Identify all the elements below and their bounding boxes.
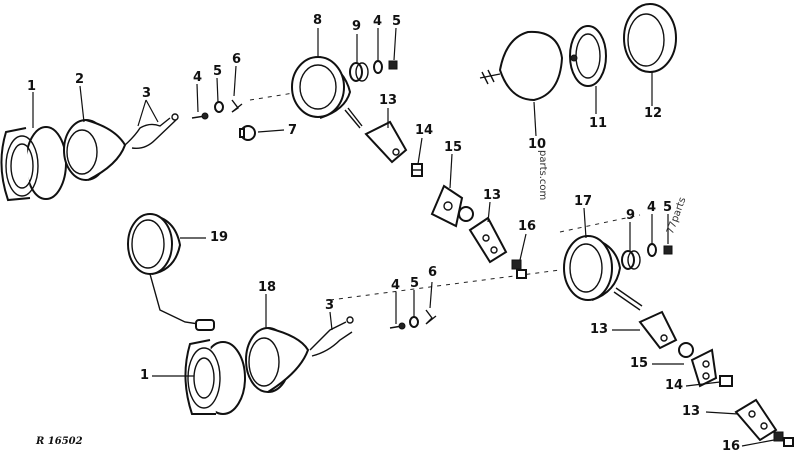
part-6-clip-lower (425, 309, 437, 325)
part-3-wire-lead-lower (309, 316, 354, 357)
part-15-bracket-plate-right (678, 342, 718, 388)
part-13-clamp-upper (468, 216, 508, 264)
callout-16-upper: 16 (518, 219, 537, 234)
part-14-bolt-right (719, 375, 733, 387)
callout-6-lower: 6 (428, 265, 438, 280)
callout-11: 11 (589, 116, 608, 131)
part-12-retaining-ring (623, 3, 677, 73)
figure-reference: R 16502 (36, 436, 83, 447)
callout-5-top: 5 (392, 14, 402, 29)
part-9-bushing-right (621, 250, 641, 270)
part-5-nut-right (663, 245, 673, 255)
callout-15-upper: 15 (444, 140, 463, 155)
callout-15-right: 15 (630, 356, 649, 371)
callout-16-right: 16 (722, 439, 741, 454)
part-5-washer-top-left (214, 101, 224, 113)
part-2-lamp-housing-top (63, 119, 127, 181)
callout-2: 2 (75, 72, 85, 87)
callout-3-lower: 3 (325, 298, 335, 313)
part-7-bulb (239, 125, 256, 141)
part-18-lamp-housing-lower (245, 327, 310, 393)
part-3-wire-lead-top (124, 113, 179, 150)
callout-4-lower: 4 (391, 278, 401, 293)
callout-10: 10 (528, 137, 547, 152)
callout-13-upper: 13 (379, 93, 398, 108)
callout-4-top-left: 4 (193, 70, 203, 85)
callout-13-upper-clamp: 13 (483, 188, 502, 203)
callout-5-right: 5 (663, 200, 673, 215)
part-19-work-lamp (127, 213, 215, 331)
part-16-nut-upper (511, 259, 527, 279)
callout-9-top: 9 (352, 19, 362, 34)
watermark-parts: parts.com (537, 150, 548, 201)
part-4-washer-top (373, 60, 383, 74)
callout-9-right: 9 (626, 208, 636, 223)
callout-8: 8 (313, 13, 323, 28)
part-5-nut-top (388, 60, 398, 70)
part-4-washer-right (647, 243, 657, 257)
callout-1-top: 1 (27, 79, 37, 94)
part-14-bolt-upper (411, 163, 423, 177)
callout-12: 12 (644, 106, 663, 121)
part-17-lamp-housing-right (563, 235, 643, 311)
part-13-bracket-right-upper (638, 310, 678, 350)
callout-13-right-upper: 13 (590, 322, 609, 337)
part-13-bracket-upper (364, 120, 408, 164)
part-1-bezel-ring-lower (184, 339, 246, 415)
callout-19: 19 (210, 230, 229, 245)
callout-1-lower: 1 (140, 368, 150, 383)
callout-14-upper: 14 (415, 123, 434, 138)
part-4-screw-top-left (191, 112, 209, 120)
callout-4-right: 4 (647, 200, 657, 215)
callout-17: 17 (574, 194, 593, 209)
callout-4-top: 4 (373, 14, 383, 29)
callout-leader-lines (32, 27, 775, 447)
callout-14-right: 14 (665, 378, 684, 393)
part-16-nut-right (773, 431, 794, 447)
callout-7: 7 (288, 123, 298, 138)
part-15-bracket-plate-upper (430, 184, 474, 228)
callout-18: 18 (258, 280, 277, 295)
assembly-axis-middle (329, 269, 561, 301)
callout-6-top-left: 6 (232, 52, 242, 67)
part-4-screw-lower (389, 322, 406, 330)
callout-13-right-lower: 13 (682, 404, 701, 419)
part-11-reflector (569, 25, 607, 87)
part-5-washer-lower (409, 316, 419, 328)
callout-3-top: 3 (142, 86, 152, 101)
callout-5-lower: 5 (410, 276, 420, 291)
part-13-clamp-right-lower (734, 398, 778, 442)
part-1-bezel-ring-top (0, 126, 67, 202)
callout-5-top-left: 5 (213, 64, 223, 79)
part-10-sealed-beam-lamp (479, 30, 564, 102)
part-6-clip-top-left (231, 99, 243, 113)
part-9-bushing-top (349, 62, 369, 82)
part-8-lamp-housing-middle (291, 56, 363, 129)
